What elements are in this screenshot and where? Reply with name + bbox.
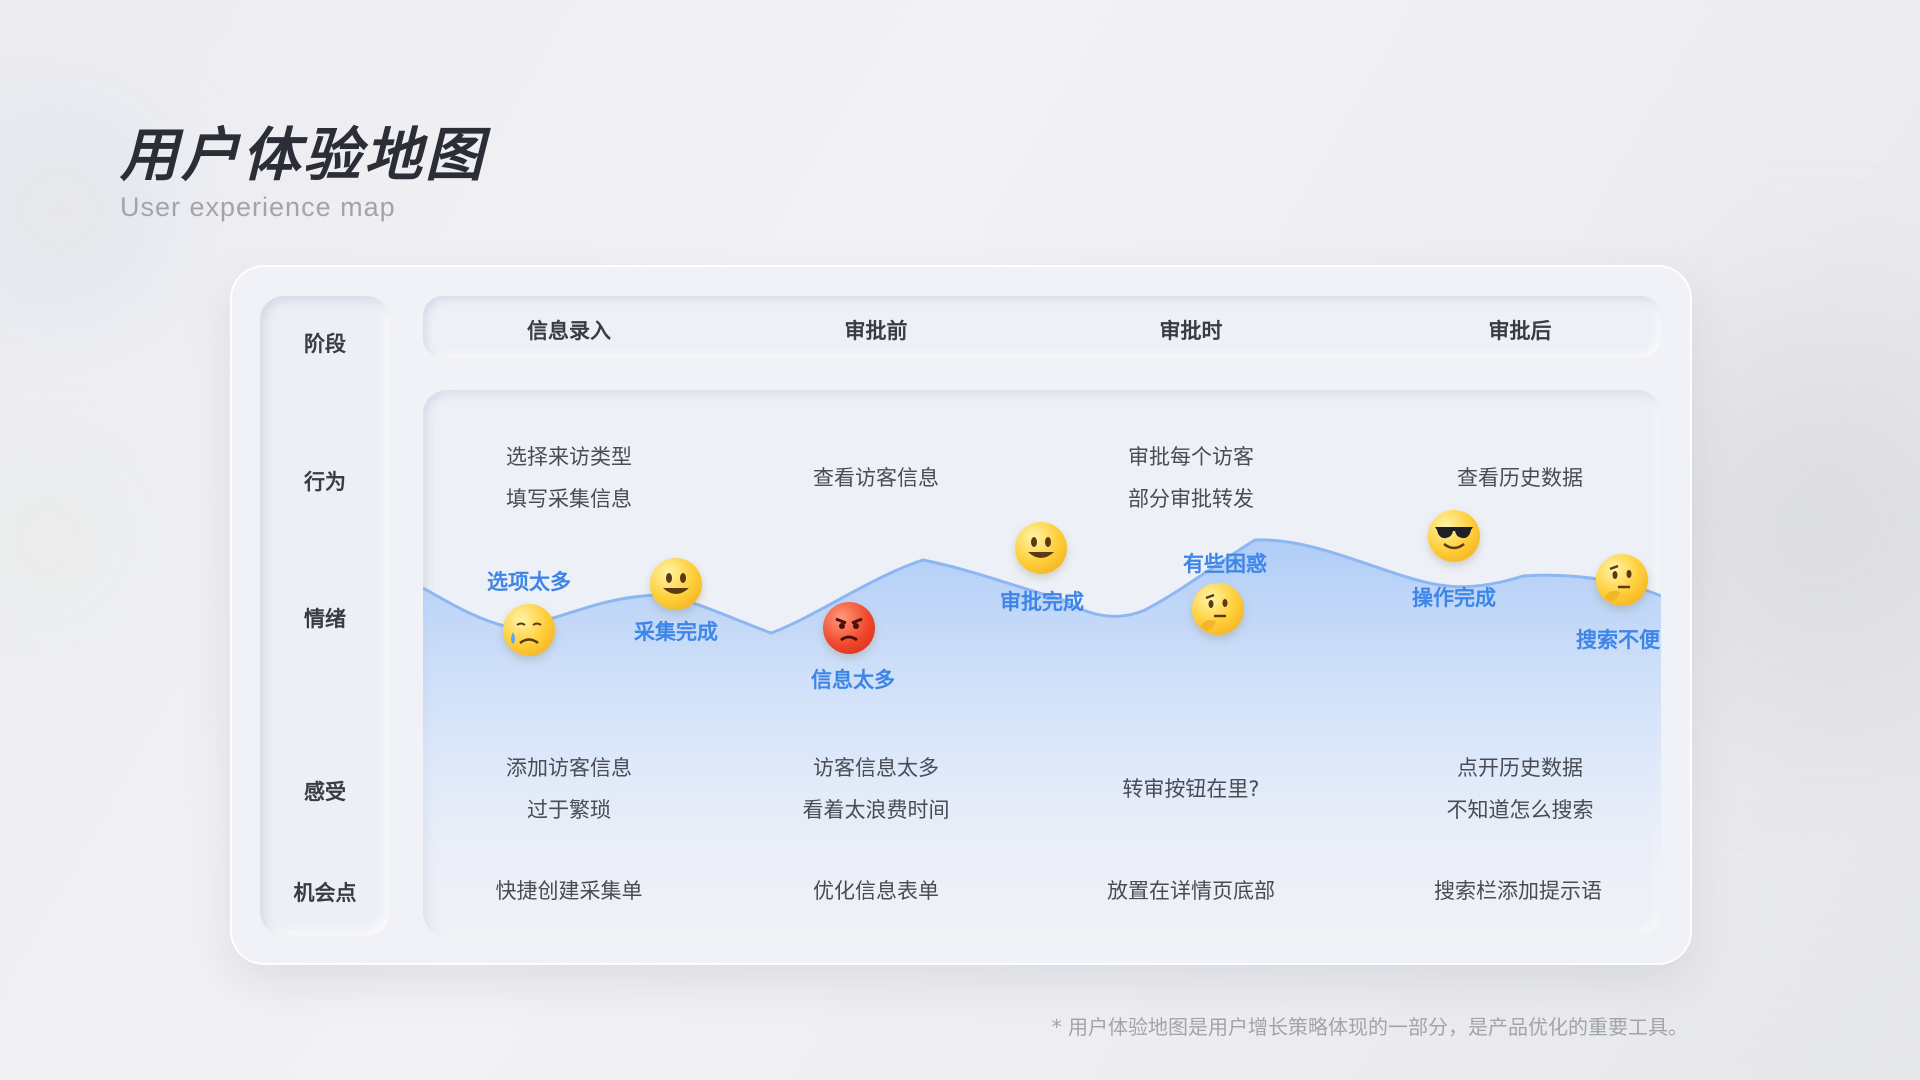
thinking-emoji-icon (1192, 583, 1244, 635)
feeling-cell: 访客信息太多 看着太浪费时间 (726, 747, 1026, 831)
emotion-label: 操作完成 (1412, 586, 1496, 610)
feeling-line: 转审按钮在里? (1122, 777, 1260, 801)
emotion-label: 选项太多 (487, 570, 571, 594)
behavior-line: 查看历史数据 (1457, 466, 1583, 490)
smile-emoji-icon (650, 558, 702, 610)
page-subtitle: User experience map (120, 192, 396, 222)
behavior-cell: 选择来访类型 填写采集信息 (419, 436, 719, 520)
row-label-emotion: 情绪 (304, 607, 346, 631)
journey-panel (423, 390, 1661, 936)
behavior-line: 部分审批转发 (1128, 487, 1254, 511)
emotion-label: 有些困惑 (1183, 552, 1267, 576)
stage-name: 审批前 (844, 319, 908, 343)
stage-name: 审批后 (1488, 319, 1552, 343)
stage-header-bar (423, 296, 1661, 358)
opportunity-cell: 搜索栏添加提示语 (1434, 879, 1602, 903)
emotion-line (423, 538, 1661, 635)
feeling-line: 访客信息太多 (813, 756, 939, 780)
emotion-label: 审批完成 (1000, 590, 1084, 614)
footnote: * 用户体验地图是用户增长策略体现的一部分，是产品优化的重要工具。 (1051, 1015, 1688, 1039)
behavior-line: 填写采集信息 (506, 487, 632, 511)
row-label-stage: 阶段 (304, 332, 346, 356)
emotion-curve (423, 538, 1661, 936)
row-label-column (260, 296, 390, 936)
feeling-cell: 添加访客信息 过于繁琐 (419, 747, 719, 831)
behavior-cell: 查看访客信息 (726, 457, 1026, 499)
background-glow (0, 420, 140, 660)
sunglasses-emoji-icon (1428, 510, 1480, 562)
row-label-feeling: 感受 (304, 780, 346, 804)
behavior-cell: 查看历史数据 (1370, 457, 1670, 499)
feeling-cell: 转审按钮在里? (1041, 768, 1341, 810)
sad-tear-emoji-icon (503, 604, 555, 656)
feeling-cell: 点开历史数据 不知道怎么搜索 (1370, 747, 1670, 831)
stage-name: 审批时 (1159, 319, 1223, 343)
feeling-line: 不知道怎么搜索 (1446, 798, 1594, 822)
feeling-line: 过于繁琐 (527, 798, 611, 822)
page-title: 用户体验地图 (120, 121, 487, 189)
thinking-emoji-icon (1596, 554, 1648, 606)
feeling-line: 添加访客信息 (506, 756, 632, 780)
emotion-label: 采集完成 (634, 620, 718, 644)
angry-emoji-icon (823, 602, 875, 654)
emotion-label: 信息太多 (811, 668, 895, 692)
emotion-area (423, 539, 1661, 936)
behavior-line: 审批每个访客 (1128, 445, 1254, 469)
behavior-cell: 审批每个访客 部分审批转发 (1041, 436, 1341, 520)
behavior-line: 查看访客信息 (813, 466, 939, 490)
row-label-behavior: 行为 (304, 470, 346, 494)
feeling-line: 点开历史数据 (1457, 756, 1583, 780)
emotion-label: 搜索不便 (1576, 628, 1660, 652)
opportunity-cell: 优化信息表单 (813, 879, 939, 903)
stage-name: 信息录入 (527, 319, 611, 343)
feeling-line: 看着太浪费时间 (802, 798, 950, 822)
opportunity-cell: 放置在详情页底部 (1107, 879, 1275, 903)
smile-emoji-icon (1015, 522, 1067, 574)
row-label-opportunity: 机会点 (293, 881, 357, 905)
opportunity-cell: 快捷创建采集单 (495, 879, 643, 903)
behavior-line: 选择来访类型 (506, 445, 632, 469)
